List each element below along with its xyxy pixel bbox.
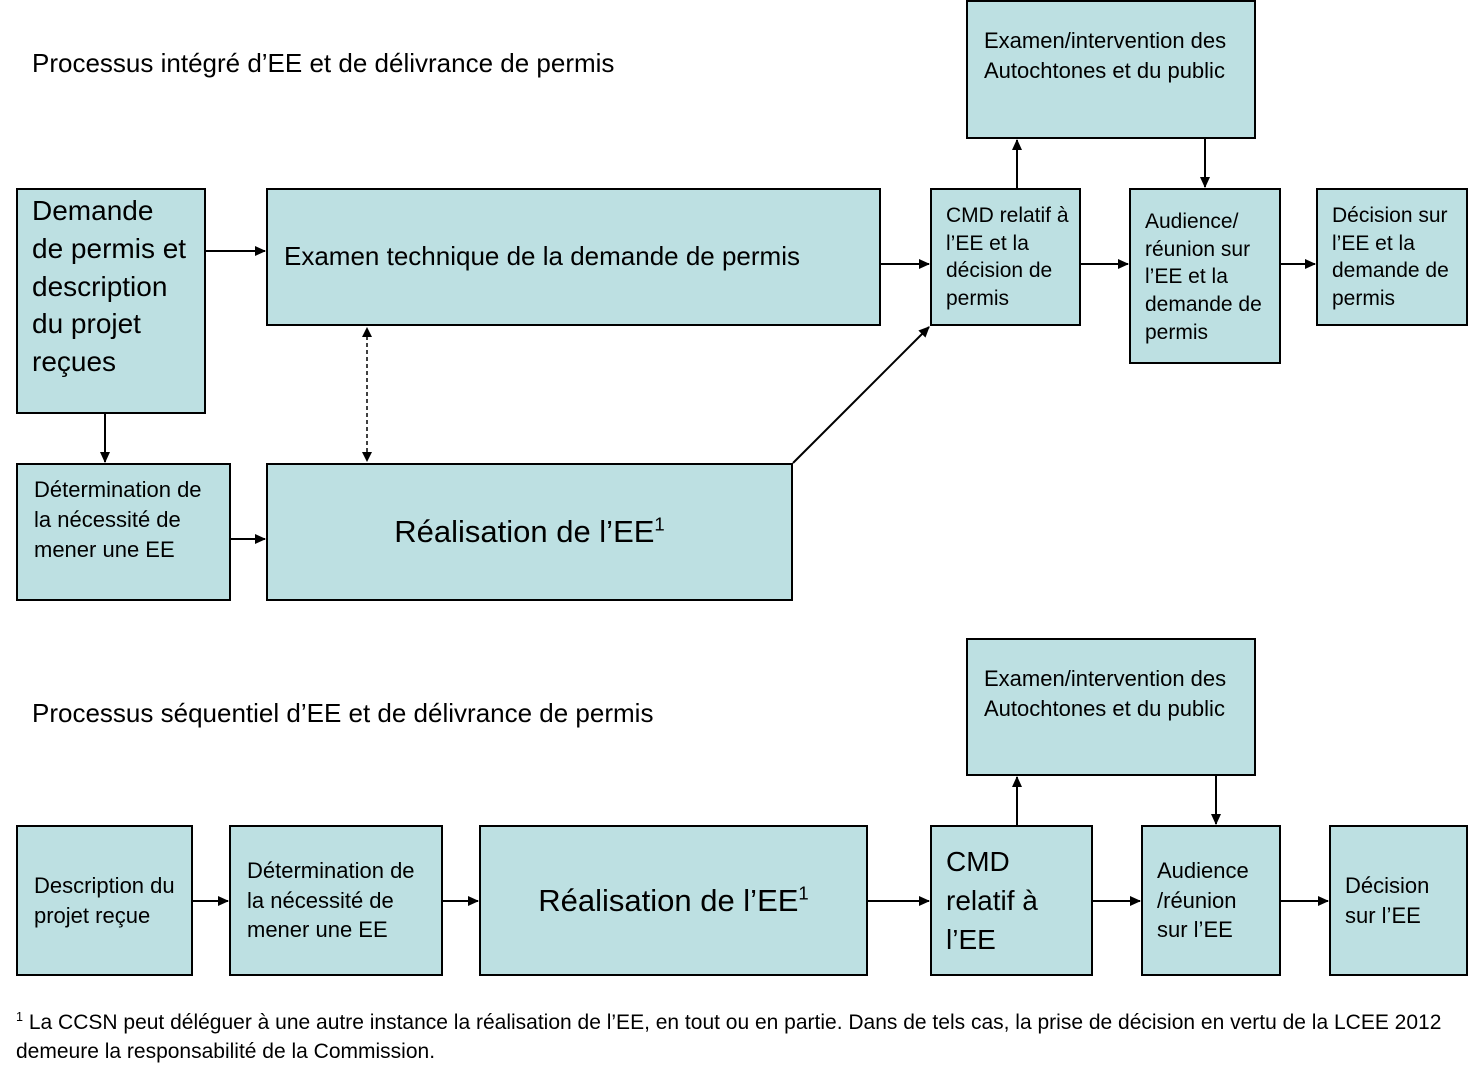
integrated-audience-box: Audience/ réunion sur l’EE et la demande… [1129,188,1281,364]
integrated-realisation-label: Réalisation de l’EE1 [394,514,665,550]
arrow-realisation-to-cmd [792,326,930,464]
integrated-demande-label: Demande de permis et description du proj… [32,195,187,378]
sequential-realisation-footnote-marker: 1 [798,882,809,904]
sequential-cmd-box: CMD relatif à l’EE [930,825,1093,976]
integrated-examen-technique-box: Examen technique de la demande de permis [266,188,881,326]
integrated-cmd-box: CMD relatif à l’EE et la décision de per… [930,188,1081,326]
sequential-determination-box: Détermination de la nécessité de mener u… [229,825,443,976]
integrated-cmd-label: CMD relatif à l’EE et la décision de per… [946,204,1069,311]
sequential-determination-label: Détermination de la nécessité de mener u… [247,857,415,943]
integrated-process-title: Processus intégré d’EE et de délivrance … [32,48,615,78]
sequential-decision-box: Décision sur l’EE [1329,825,1468,976]
sequential-examen-autochtones-box: Examen/intervention des Autochtones et d… [966,638,1256,776]
footnote: 1 La CCSN peut déléguer à une autre inst… [16,1008,1472,1067]
integrated-examen-autochtones-label: Examen/intervention des Autochtones et d… [984,28,1227,83]
integrated-examen-autochtones-box: Examen/intervention des Autochtones et d… [966,0,1256,139]
sequential-realisation-box: Réalisation de l’EE1 [479,825,868,976]
sequential-cmd-label: CMD relatif à l’EE [946,845,1038,956]
integrated-examen-technique-label: Examen technique de la demande de permis [284,241,800,272]
sequential-description-label: Description du projet reçue [34,872,175,928]
sequential-decision-label: Décision sur l’EE [1345,872,1430,928]
integrated-decision-box: Décision sur l’EE et la demande de permi… [1316,188,1468,326]
sequential-realisation-label: Réalisation de l’EE1 [538,882,809,918]
integrated-determination-label: Détermination de la nécessité de mener u… [34,477,202,562]
sequential-process-title: Processus séquentiel d’EE et de délivran… [32,698,654,728]
integrated-audience-label: Audience/ réunion sur l’EE et la demande… [1145,210,1262,344]
integrated-decision-label: Décision sur l’EE et la demande de permi… [1332,204,1449,311]
sequential-examen-autochtones-label: Examen/intervention des Autochtones et d… [984,666,1227,721]
sequential-description-box: Description du projet reçue [16,825,193,976]
footnote-text: La CCSN peut déléguer à une autre instan… [16,1011,1442,1064]
dashed-link-head-bottom [362,452,372,462]
dashed-link-head-top [362,327,372,337]
footnote-marker: 1 [16,1010,24,1024]
integrated-demande-box: Demande de permis et description du proj… [16,188,206,414]
sequential-audience-box: Audience /réunion sur l’EE [1141,825,1281,976]
integrated-realisation-box: Réalisation de l’EE1 [266,463,793,601]
sequential-audience-label: Audience /réunion sur l’EE [1157,857,1249,943]
integrated-realisation-footnote-marker: 1 [654,514,665,536]
integrated-determination-box: Détermination de la nécessité de mener u… [16,463,231,601]
